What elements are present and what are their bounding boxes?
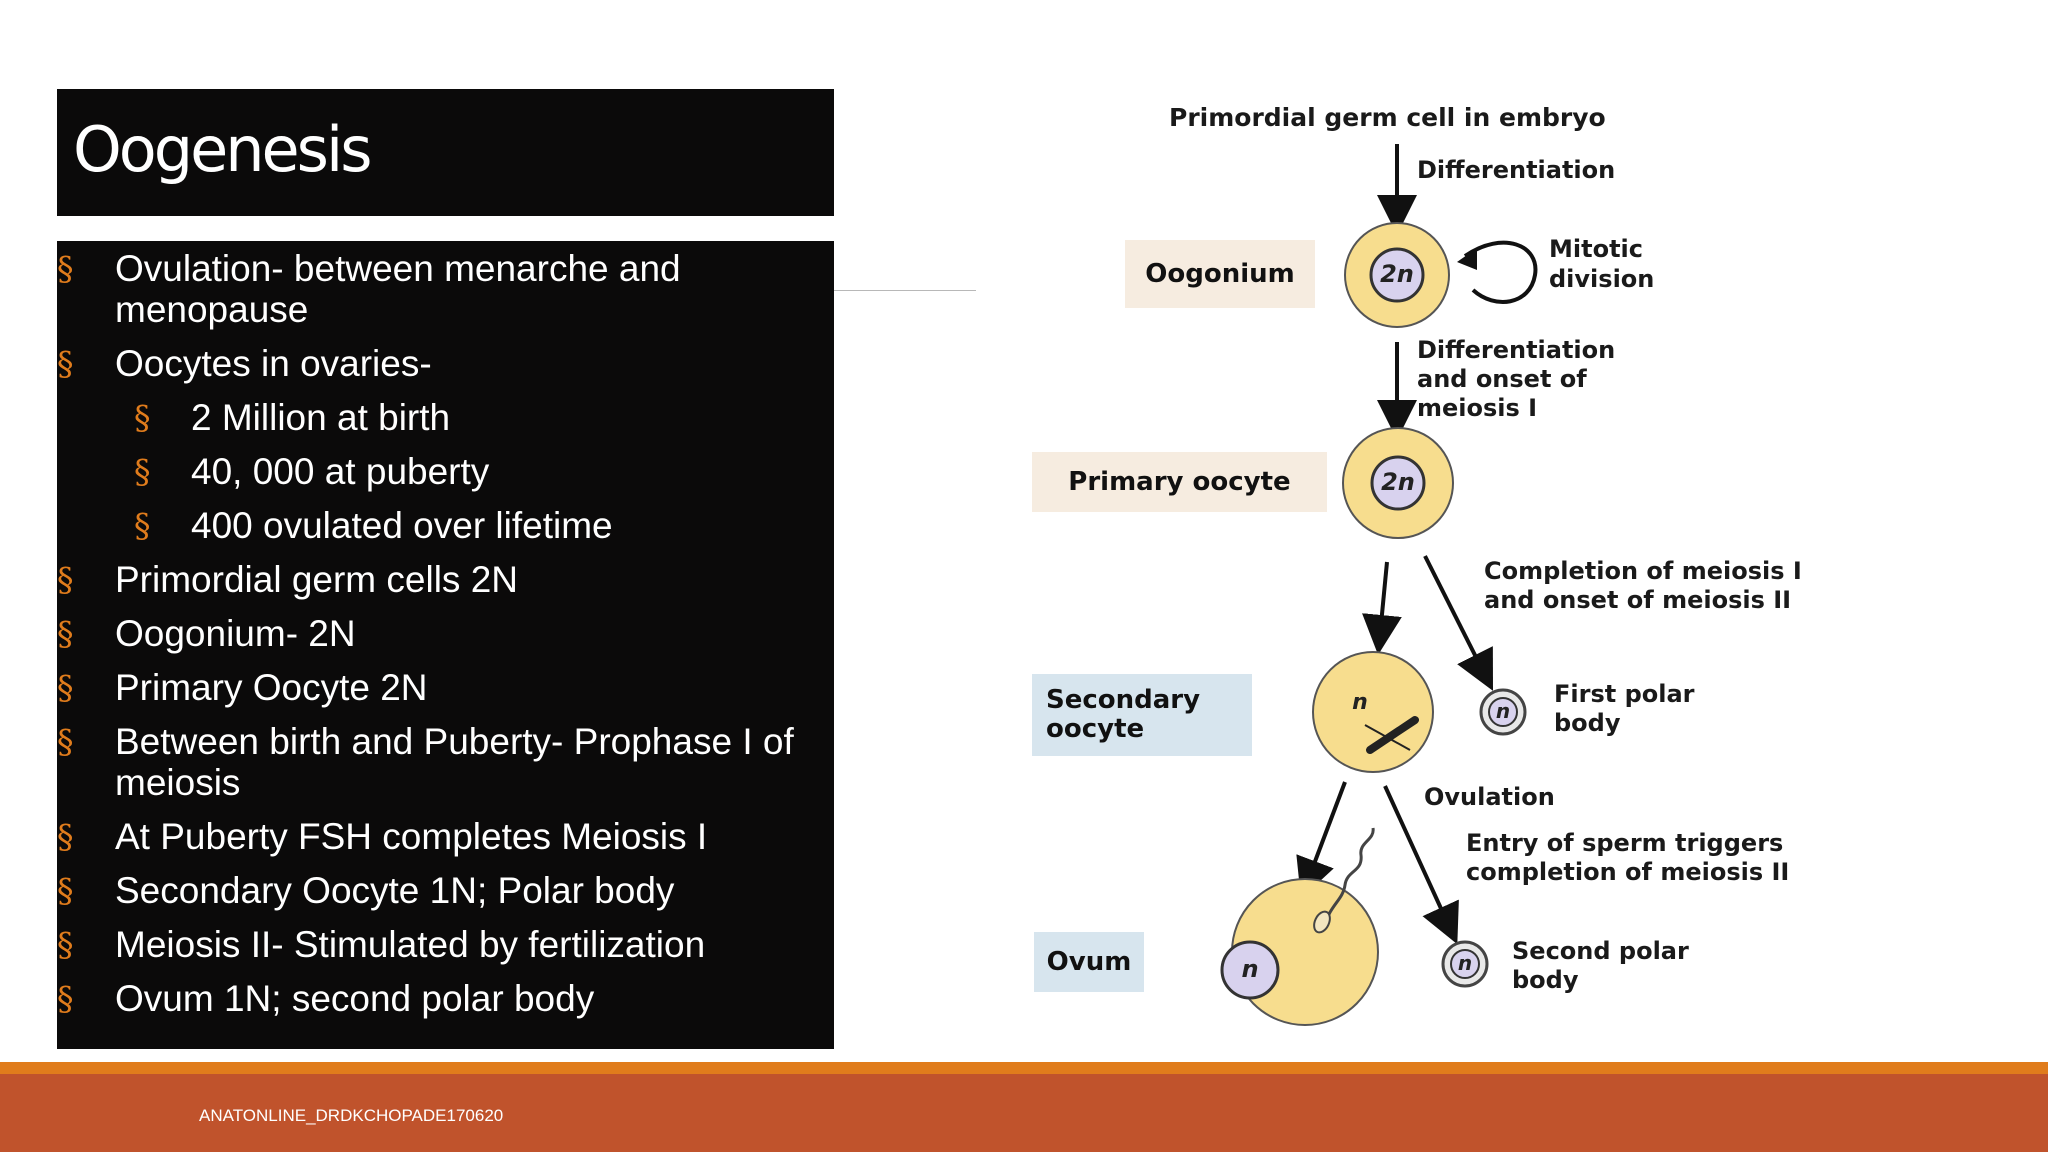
- bullet-item: § Secondary Oocyte 1N; Polar body: [57, 870, 834, 911]
- bullet-line: Oocytes in ovaries-: [115, 343, 432, 384]
- stage-primary-oocyte: Primary oocyte: [1032, 452, 1327, 512]
- bullet-text: Primary Oocyte 2N: [115, 667, 428, 708]
- sub-bullet-item: § 40, 000 at puberty: [57, 451, 834, 492]
- label-first-polar-body: First polar body: [1554, 680, 1695, 737]
- mitotic-loop-arrow: [1463, 240, 1538, 304]
- bullet-text: 40, 000 at puberty: [191, 451, 489, 492]
- secondary-oocyte-cell: [1312, 651, 1434, 773]
- oogonium-nucleus: [1369, 247, 1425, 303]
- bullet-item: § Oogonium- 2N: [57, 613, 834, 654]
- bullet-marker-icon: §: [134, 398, 151, 437]
- stage-secondary-oocyte: Secondary oocyte: [1032, 674, 1252, 756]
- bullet-text: Oogonium- 2N: [115, 613, 356, 654]
- bullet-item: § Meiosis II- Stimulated by fertilization: [57, 924, 834, 965]
- bullet-item: § Oocytes in ovaries-: [57, 343, 834, 384]
- bullet-text: Between birth and Puberty- Prophase I of…: [115, 721, 794, 803]
- bullet-line: Meiosis II- Stimulated by fertilization: [115, 924, 706, 965]
- bullet-line: meiosis: [115, 762, 241, 803]
- bullet-text: Primordial germ cells 2N: [115, 559, 518, 600]
- spindle-icon: [1366, 716, 1419, 754]
- ploidy-primary-oocyte: 2n: [1381, 468, 1415, 496]
- label-entry-of-sperm: Entry of sperm triggers completion of me…: [1466, 829, 1790, 886]
- slide-title: Oogenesis: [73, 113, 373, 186]
- bullet-marker-icon: §: [57, 249, 74, 288]
- ploidy-oogonium: 2n: [1380, 260, 1414, 288]
- arrow-to-secondary-oocyte: [1362, 561, 1402, 655]
- footer-band: ANATONLINE_DRDKCHOPADE170620: [0, 1074, 2048, 1152]
- footer-stripe: [0, 1062, 2048, 1074]
- label-mitotic-division: Mitotic division: [1549, 235, 1655, 293]
- bullet-line: Ovulation- between menarche and: [115, 248, 681, 289]
- footer-text: ANATONLINE_DRDKCHOPADE170620: [199, 1106, 504, 1125]
- bullet-line: Between birth and Puberty- Prophase I of: [115, 721, 794, 762]
- bullet-marker-icon: §: [134, 506, 151, 545]
- bullet-line: 2 Million at birth: [191, 397, 451, 438]
- ovum-nucleus: [1220, 940, 1280, 1000]
- bullet-line: At Puberty FSH completes Meiosis I: [115, 816, 708, 857]
- ploidy-second-polar-body: n: [1457, 951, 1473, 975]
- bullet-text: At Puberty FSH completes Meiosis I: [115, 816, 707, 857]
- stage-ovum: Ovum: [1034, 932, 1144, 992]
- bullet-marker-icon: §: [57, 925, 74, 964]
- bullet-line: Secondary Oocyte 1N; Polar body: [115, 870, 675, 911]
- bullet-marker-icon: §: [57, 614, 74, 653]
- bullet-marker-icon: §: [57, 668, 74, 707]
- bullet-marker-icon: §: [57, 722, 74, 761]
- bullet-text: Oocytes in ovaries-: [115, 343, 432, 384]
- label-ovulation: Ovulation: [1424, 783, 1555, 811]
- bullet-line: Primordial germ cells 2N: [115, 559, 518, 600]
- bullet-line: Primary Oocyte 2N: [115, 667, 428, 708]
- bullet-item: § Primary Oocyte 2N: [57, 667, 834, 708]
- primary-oocyte-nucleus: [1370, 455, 1426, 511]
- sperm-icon: [1323, 827, 1375, 926]
- bullet-item: § At Puberty FSH completes Meiosis I: [57, 816, 834, 857]
- label-primordial-germ-cell: Primordial germ cell in embryo: [1169, 103, 1606, 132]
- bullet-marker-icon: §: [134, 452, 151, 491]
- bullet-text: Secondary Oocyte 1N; Polar body: [115, 870, 674, 911]
- diagram-graphics: [1220, 144, 1538, 1026]
- label-differentiation: Differentiation: [1417, 156, 1616, 184]
- label-differentiation-meiosis: Differentiation and onset of meiosis I: [1417, 336, 1616, 422]
- sub-bullet-item: § 400 ovulated over lifetime: [57, 505, 834, 546]
- arrow-to-ovum: [1296, 781, 1347, 899]
- arrow-to-first-polar-body: [1423, 555, 1494, 691]
- bullet-item: § Primordial germ cells 2N: [57, 559, 834, 600]
- title-panel: Oogenesis: [57, 89, 834, 216]
- ploidy-first-polar-body: n: [1495, 699, 1511, 723]
- bullet-line: Oogonium- 2N: [115, 613, 356, 654]
- bullet-text: 400 ovulated over lifetime: [191, 505, 613, 546]
- bullet-text: Meiosis II- Stimulated by fertilization: [115, 924, 705, 965]
- label-completion-meiosis: Completion of meiosis I and onset of mei…: [1484, 557, 1802, 614]
- bullet-line: 40, 000 at puberty: [191, 451, 490, 492]
- label-second-polar-body: Second polar body: [1512, 937, 1689, 994]
- oogenesis-diagram: Primordial germ cell in embryo Different…: [1025, 80, 1865, 1040]
- bullet-item: § Ovum 1N; second polar body: [57, 978, 834, 1019]
- bullet-marker-icon: §: [57, 979, 74, 1018]
- bullet-text: 2 Million at birth: [191, 397, 450, 438]
- bullet-marker-icon: §: [57, 344, 74, 383]
- ploidy-ovum: n: [1241, 955, 1259, 983]
- title-divider-line: [834, 290, 976, 291]
- bullet-text: Ovum 1N; second polar body: [115, 978, 594, 1019]
- sub-bullet-item: § 2 Million at birth: [57, 397, 834, 438]
- bullet-marker-icon: §: [57, 871, 74, 910]
- bullet-marker-icon: §: [57, 817, 74, 856]
- bullet-line: Ovum 1N; second polar body: [115, 978, 595, 1019]
- bullet-item: § Between birth and Puberty- Prophase I o…: [57, 721, 834, 803]
- bullet-line: menopause: [115, 289, 309, 330]
- stage-oogonium: Oogonium: [1125, 240, 1315, 308]
- ploidy-secondary-oocyte: n: [1352, 690, 1368, 715]
- bullet-line: 400 ovulated over lifetime: [191, 505, 613, 546]
- bullet-marker-icon: §: [57, 560, 74, 599]
- arrow-to-second-polar-body: [1383, 785, 1459, 945]
